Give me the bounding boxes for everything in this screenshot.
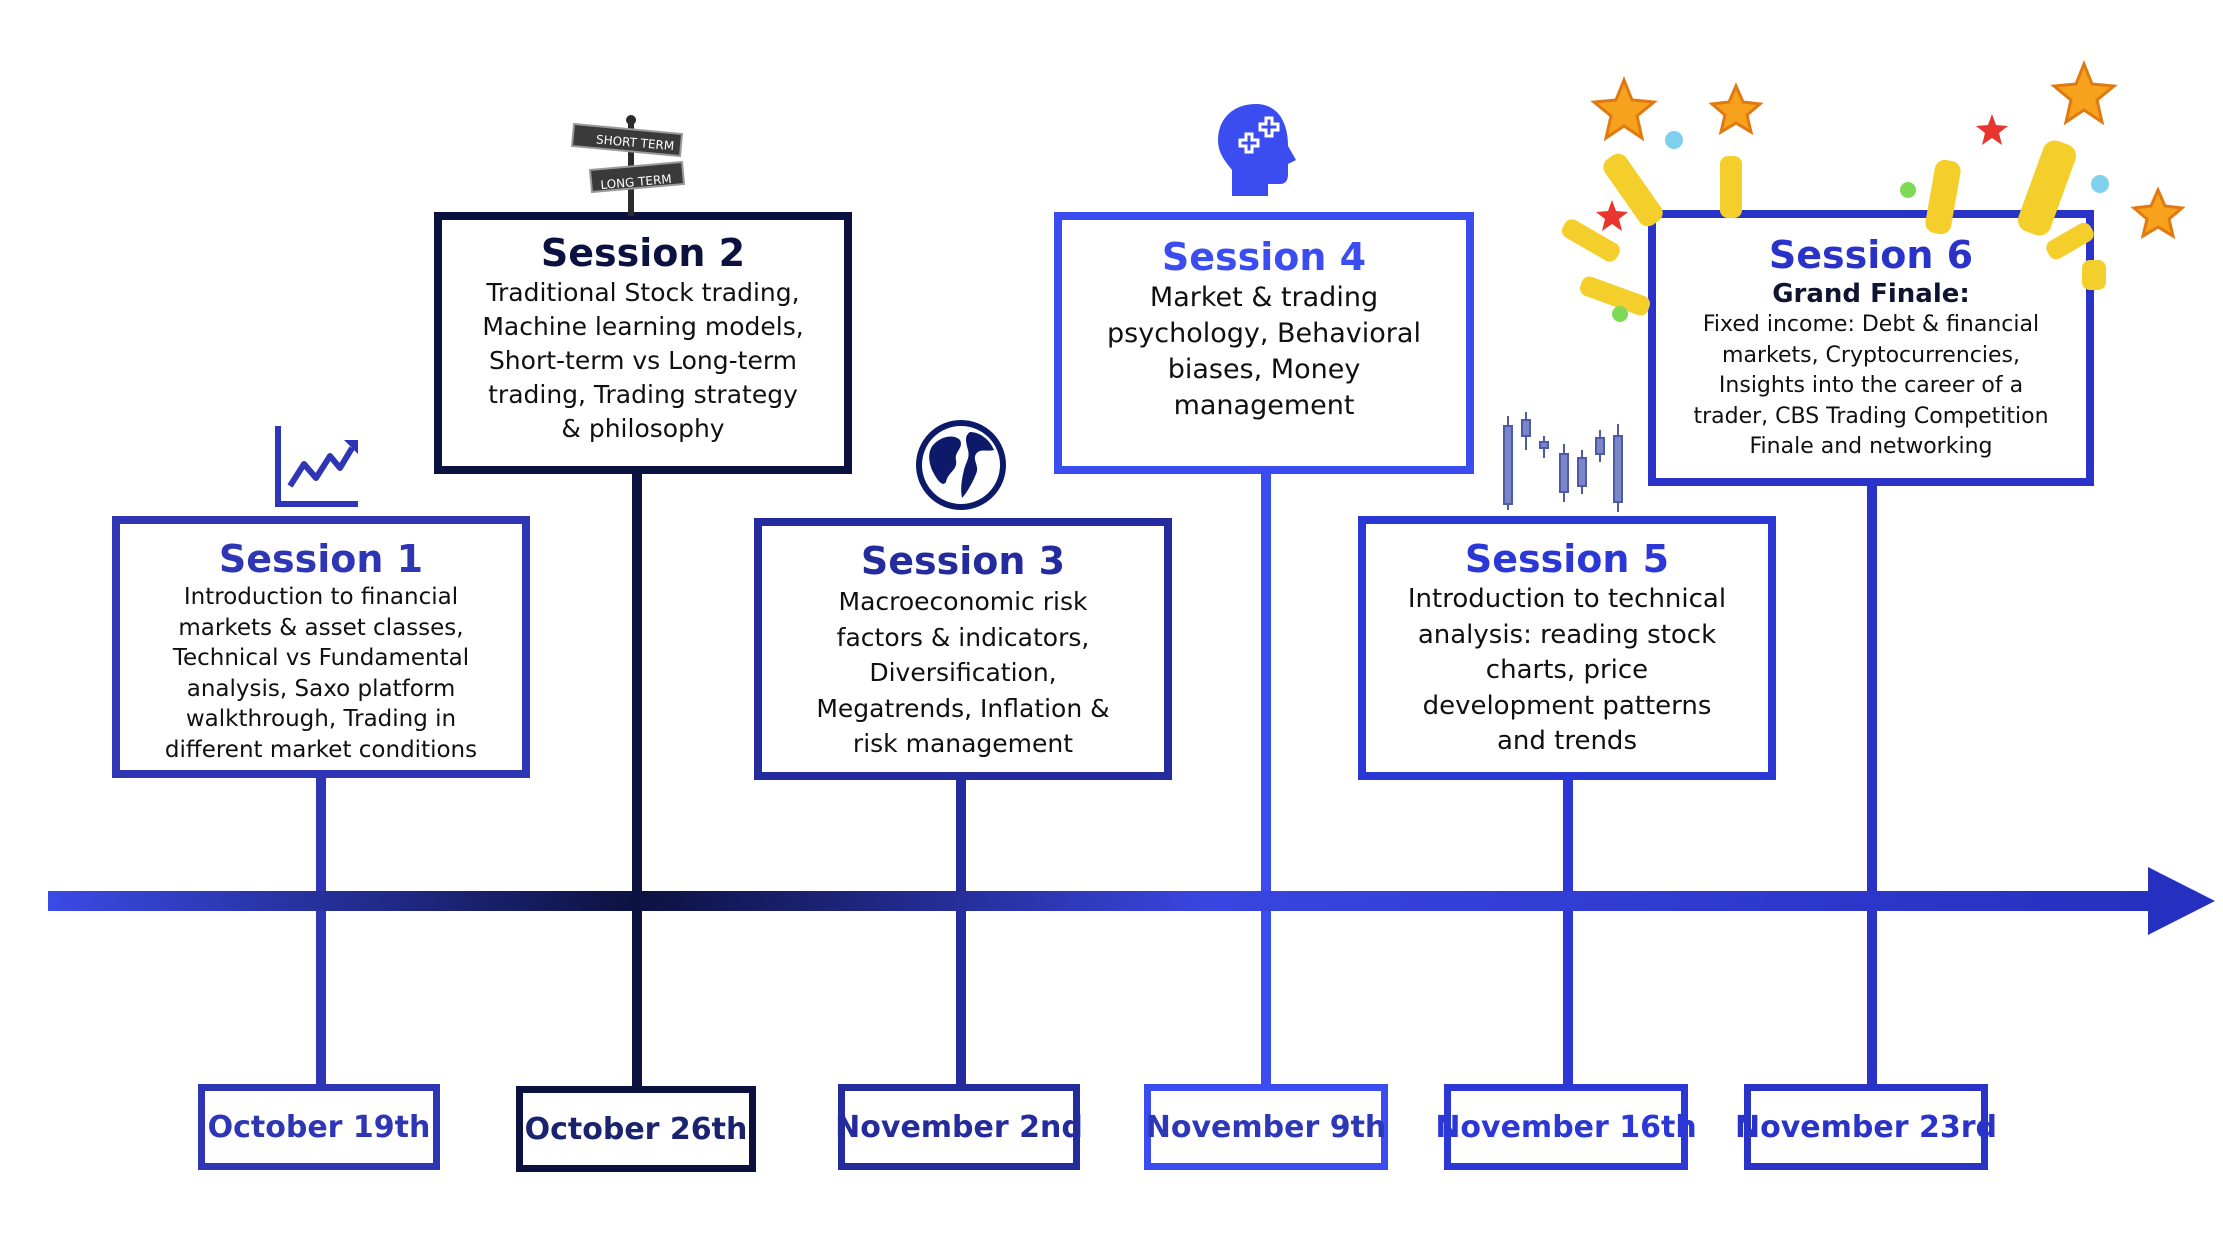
- date-3: November 2nd: [835, 1084, 1083, 1170]
- connector-5: [1563, 770, 1573, 1092]
- globe-icon: [916, 420, 1006, 510]
- session-2-desc: Traditional Stock trading, Machine learn…: [482, 276, 803, 446]
- desc-line: markets & asset classes,: [178, 614, 464, 641]
- session-5-box: Session 5 Introduction to technical anal…: [1358, 516, 1776, 780]
- desc-line: Technical vs Fundamental: [172, 645, 470, 671]
- desc-line: Machine learning models,: [482, 312, 804, 341]
- session-2-box: Session 2 Traditional Stock trading, Mac…: [434, 212, 852, 474]
- desc-line: Introduction to technical: [1407, 584, 1727, 614]
- celebration-icon: [1561, 60, 2186, 322]
- connector-6: [1867, 480, 1877, 1092]
- desc-line: Fixed income: Debt & financial: [1702, 312, 2040, 337]
- desc-line: Traditional Stock trading,: [486, 278, 800, 307]
- desc-line: biases, Money: [1167, 354, 1361, 385]
- session-4-desc: Market & trading psychology, Behavioral …: [1107, 280, 1421, 424]
- session-5-title: Session 5: [1464, 537, 1670, 581]
- desc-line: Short-term vs Long-term: [488, 346, 798, 375]
- date-4: November 9th: [1144, 1084, 1388, 1170]
- connector-3: [956, 770, 966, 1092]
- desc-line: trader, CBS Trading Competition: [1693, 403, 2049, 429]
- session-3-title: Session 3: [860, 539, 1066, 583]
- desc-line: factors & indicators,: [836, 622, 1090, 652]
- desc-line: analysis, Saxo platform: [186, 675, 456, 702]
- session-6-title: Session 6: [1768, 233, 1974, 277]
- desc-line: Megatrends, Inflation &: [816, 693, 1110, 723]
- session-1-title: Session 1: [218, 537, 424, 581]
- desc-line: management: [1173, 390, 1355, 421]
- desc-line: trading, Trading strategy: [488, 380, 798, 409]
- session-6-desc: Fixed income: Debt & financial markets, …: [1693, 310, 2048, 463]
- connector-1: [316, 770, 326, 1092]
- candlestick-icon: [1503, 412, 1623, 512]
- chart-trend-icon: [275, 426, 358, 507]
- session-2-title: Session 2: [540, 231, 746, 275]
- desc-line: Insights into the career of a: [1718, 373, 2024, 398]
- desc-line: Finale and networking: [1749, 434, 1993, 459]
- date-6: November 23rd: [1735, 1084, 1997, 1170]
- session-4-title: Session 4: [1161, 235, 1367, 279]
- desc-line: psychology, Behavioral: [1107, 318, 1421, 349]
- session-5-desc: Introduction to technical analysis: read…: [1408, 582, 1726, 760]
- session-3-box: Session 3 Macroeconomic risk factors & i…: [754, 518, 1172, 780]
- date-2: October 26th: [516, 1086, 756, 1172]
- desc-line: charts, price: [1485, 655, 1649, 685]
- sign-short-term: SHORT TERM: [596, 132, 675, 153]
- desc-line: Macroeconomic risk: [838, 587, 1088, 616]
- desc-line: and trends: [1496, 726, 1637, 756]
- desc-line: Market & trading: [1149, 282, 1379, 313]
- desc-line: risk management: [852, 729, 1074, 758]
- session-4-box: Session 4 Market & trading psychology, B…: [1054, 212, 1474, 474]
- session-6-box: Session 6 Grand Finale: Fixed income: De…: [1648, 210, 2094, 486]
- date-5: November 16th: [1435, 1084, 1697, 1170]
- connector-2: [632, 470, 642, 1092]
- session-3-desc: Macroeconomic risk factors & indicators,…: [816, 584, 1109, 762]
- date-1: October 19th: [198, 1084, 440, 1170]
- desc-line: markets, Cryptocurrencies,: [1722, 342, 2020, 368]
- desc-line: analysis: reading stock: [1417, 619, 1717, 650]
- session-1-box: Session 1 Introduction to financial mark…: [112, 516, 530, 778]
- street-sign-icon: SHORT TERM LONG TERM: [570, 115, 686, 216]
- desc-line: walkthrough, Trading in: [185, 706, 457, 732]
- brain-puzzle-icon: [1218, 104, 1296, 196]
- desc-line: Diversification,: [869, 658, 1057, 687]
- desc-line: development patterns: [1422, 690, 1712, 721]
- session-6-subtitle: Grand Finale:: [1772, 279, 1970, 309]
- sign-long-term: LONG TERM: [600, 172, 672, 192]
- connector-4: [1261, 470, 1271, 1092]
- session-1-desc: Introduction to financial markets & asse…: [165, 582, 477, 765]
- timeline-arrowhead: [2148, 867, 2215, 935]
- desc-line: & philosophy: [561, 414, 725, 443]
- desc-line: different market conditions: [164, 736, 478, 763]
- desc-line: Introduction to financial: [183, 584, 459, 610]
- timeline-axis: [48, 891, 2156, 911]
